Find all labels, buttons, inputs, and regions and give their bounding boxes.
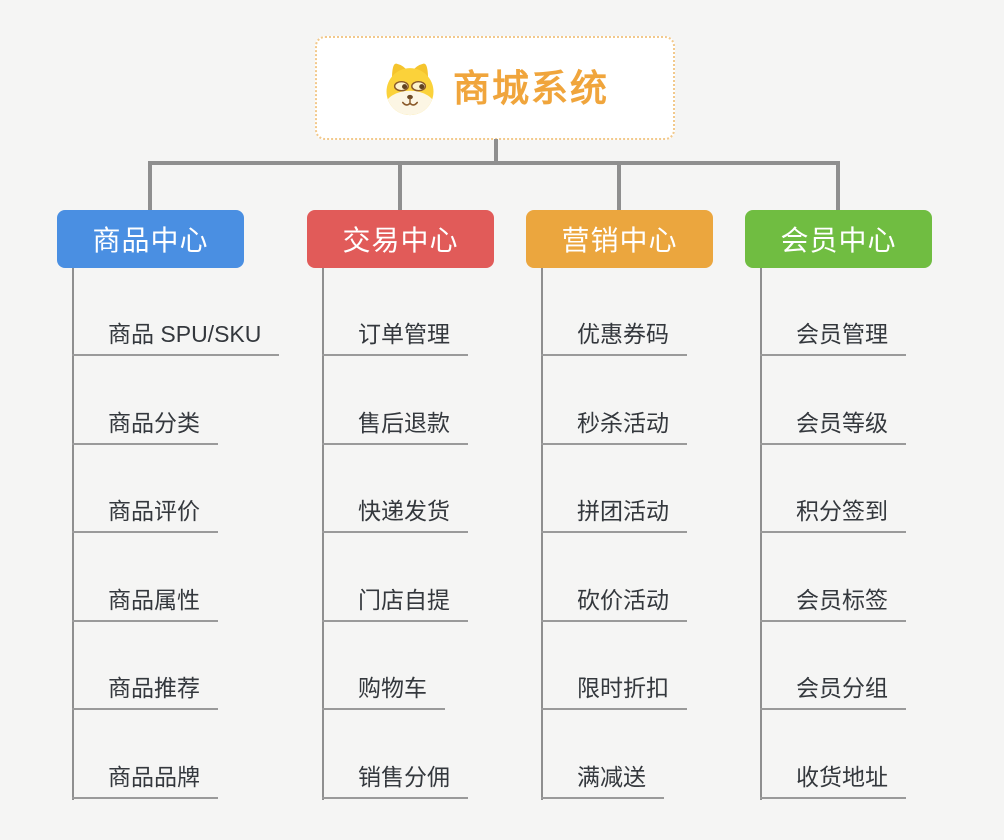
leaf-node[interactable]: 商品分类 (72, 401, 218, 445)
branch-node-product[interactable]: 商品中心 (57, 210, 244, 268)
root-node[interactable]: 商城系统 (315, 36, 675, 140)
branch-children-member: 会员管理 会员等级 积分签到 会员标签 会员分组 收货地址 (760, 268, 1004, 800)
branch-children-marketing: 优惠券码 秒杀活动 拼团活动 砍价活动 限时折扣 满减送 (541, 268, 791, 800)
connector-drop-product (148, 161, 152, 211)
connector-root-stem (494, 139, 498, 163)
leaf-node[interactable]: 商品 SPU/SKU (72, 312, 280, 356)
leaf-node[interactable]: 积分签到 (760, 489, 906, 533)
leaf-node[interactable]: 商品评价 (72, 489, 218, 533)
leaf-node[interactable]: 会员标签 (760, 578, 906, 622)
leaf-node[interactable]: 收货地址 (760, 755, 906, 799)
leaf-node[interactable]: 满减送 (541, 755, 664, 799)
root-title: 商城系统 (453, 67, 609, 109)
leaf-node[interactable]: 会员管理 (760, 312, 906, 356)
leaf-node[interactable]: 拼团活动 (541, 489, 687, 533)
leaf-node[interactable]: 订单管理 (322, 312, 468, 356)
branch-node-trade[interactable]: 交易中心 (307, 210, 494, 268)
leaf-node[interactable]: 秒杀活动 (541, 401, 687, 445)
leaf-node[interactable]: 快递发货 (322, 489, 468, 533)
leaf-node[interactable]: 门店自提 (322, 578, 468, 622)
leaf-node[interactable]: 商品品牌 (72, 755, 218, 799)
leaf-node[interactable]: 会员分组 (760, 666, 906, 710)
doge-icon (386, 63, 434, 116)
connector-horizontal (148, 161, 840, 165)
connector-drop-marketing (617, 161, 621, 211)
leaf-node[interactable]: 优惠券码 (541, 312, 687, 356)
leaf-node[interactable]: 会员等级 (760, 401, 906, 445)
leaf-node[interactable]: 限时折扣 (541, 666, 687, 710)
leaf-node[interactable]: 购物车 (322, 666, 445, 710)
leaf-node[interactable]: 商品推荐 (72, 666, 218, 710)
branch-node-member[interactable]: 会员中心 (745, 210, 932, 268)
branch-children-trade: 订单管理 售后退款 快递发货 门店自提 购物车 销售分佣 (322, 268, 572, 800)
leaf-node[interactable]: 砍价活动 (541, 578, 687, 622)
leaf-node[interactable]: 销售分佣 (322, 755, 468, 799)
connector-drop-trade (398, 161, 402, 211)
branch-children-product: 商品 SPU/SKU 商品分类 商品评价 商品属性 商品推荐 商品品牌 (72, 268, 322, 800)
leaf-node[interactable]: 商品属性 (72, 578, 218, 622)
branch-node-marketing[interactable]: 营销中心 (526, 210, 713, 268)
connector-drop-member (836, 161, 840, 211)
leaf-node[interactable]: 售后退款 (322, 401, 468, 445)
